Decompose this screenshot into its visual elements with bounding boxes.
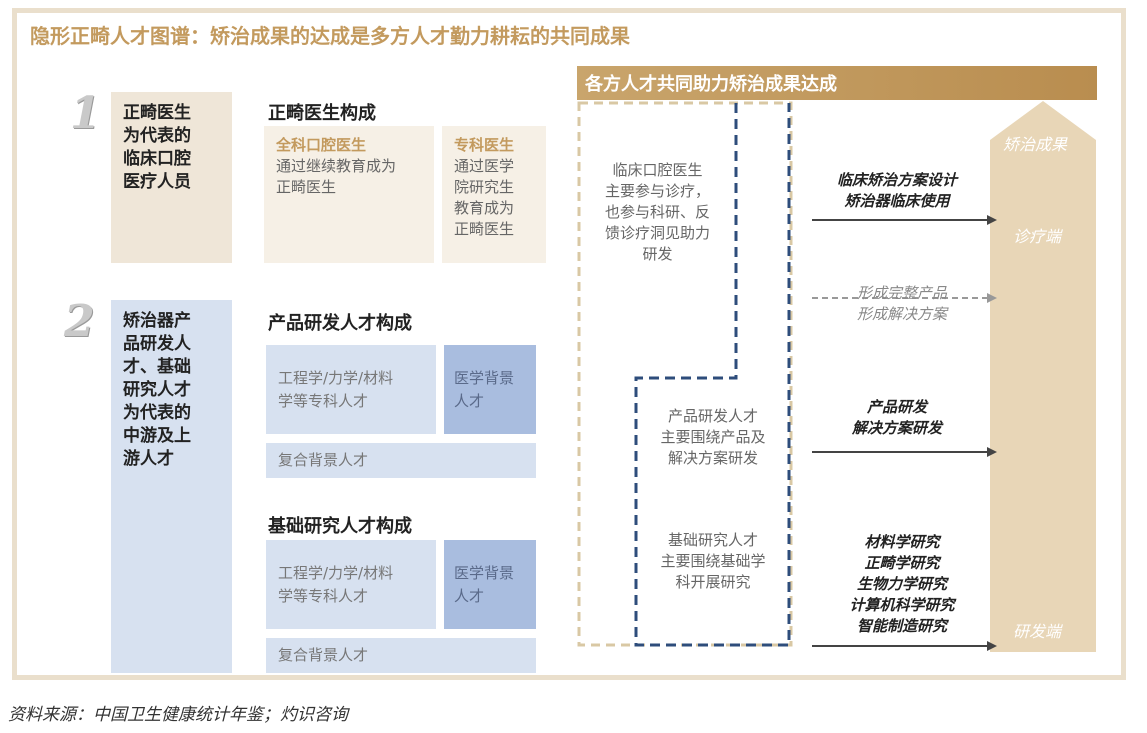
row2-left-line: 研究人才 <box>123 380 191 400</box>
clinical-end-label: 诊疗端 <box>1013 227 1062 246</box>
product-engineering-text: 学等专科人才 <box>278 392 369 410</box>
product-medical-box: 医学背景 人才 <box>444 345 536 434</box>
specialist-text: 教育成为 <box>454 199 515 217</box>
basic-talent-line: 主要围绕基础学 <box>660 552 766 570</box>
arrow4-line-text: 正畸学研究 <box>864 554 940 572</box>
arrow4-line-text: 计算机科学研究 <box>849 596 955 614</box>
rd-end-label: 研发端 <box>1013 622 1062 641</box>
row1-left-line: 医疗人员 <box>123 172 191 192</box>
arrow3-line-text: 解决方案研发 <box>851 419 942 437</box>
arrow3-head <box>987 447 997 457</box>
row2-left-line: 才、基础 <box>123 357 191 377</box>
row1-left-line: 为代表的 <box>123 126 191 146</box>
arrow4-line-text: 智能制造研究 <box>856 617 947 635</box>
row2-left-label: 矫治器产 品研发人 才、基础 研究人才 为代表的 中游及上 游人才 <box>111 300 232 673</box>
specialist-text: 正畸医生 <box>454 220 515 238</box>
row1-left-label: 正畸医生 为代表的 临床口腔 医疗人员 <box>111 92 232 263</box>
basic-talent-text: 基础研究人才 主要围绕基础学 科开展研究 <box>642 530 784 593</box>
specialist-text: 通过医学 <box>454 157 515 175</box>
result-arrow <box>990 101 1096 652</box>
row2-left-line: 为代表的 <box>123 403 191 423</box>
product-talent-line: 主要围绕产品及 <box>660 428 766 446</box>
basic-engineering-text: 工程学/力学/材料 <box>278 564 394 582</box>
arrow4-line-text: 材料学研究 <box>864 533 940 551</box>
basic-talent-line: 科开展研究 <box>675 573 751 591</box>
product-engineering-box: 工程学/力学/材料 学等专科人才 <box>266 345 436 434</box>
product-rd-heading: 产品研发人才构成 <box>268 313 412 334</box>
clinical-line: 也参与科研、反 <box>604 203 710 221</box>
specialist-box: 专科医生 通过医学 院研究生 教育成为 正畸医生 <box>442 126 546 263</box>
arrow2-head <box>987 293 997 303</box>
row2-numeral: 2 <box>64 296 95 347</box>
banner: 各方人才共同助力矫治成果达成 <box>577 66 1097 100</box>
arrow4-head <box>987 641 997 651</box>
clinical-line: 馈诊疗洞见助力 <box>604 224 710 242</box>
arrow1-head <box>987 215 997 225</box>
arrow1-line-text: 矫治器临床使用 <box>844 192 950 210</box>
clinical-line: 研发 <box>642 245 673 263</box>
arrow3-line-text: 产品研发 <box>866 398 927 416</box>
basic-composite-box: 复合背景人才 <box>266 638 536 673</box>
row1-left-line: 正畸医生 <box>123 103 191 123</box>
arrow2-line-text: 形成解决方案 <box>856 305 947 323</box>
basic-talent-line: 基础研究人才 <box>667 531 758 549</box>
specialist-text: 院研究生 <box>454 178 515 196</box>
basic-research-heading: 基础研究人才构成 <box>268 516 412 537</box>
general-dentist-box: 全科口腔医生 通过继续教育成为 正畸医生 <box>264 126 434 263</box>
specialist-title: 专科医生 <box>454 136 515 154</box>
product-talent-text: 产品研发人才 主要围绕产品及 解决方案研发 <box>642 406 784 469</box>
arrow1-label: 临床矫治方案设计 矫治器临床使用 <box>812 170 982 212</box>
general-dentist-text: 正畸医生 <box>276 178 337 196</box>
product-talent-line: 解决方案研发 <box>667 449 758 467</box>
clinical-text: 临床口腔医生 主要参与诊疗， 也参与科研、反 馈诊疗洞见助力 研发 <box>585 160 730 265</box>
general-dentist-text: 通过继续教育成为 <box>276 157 397 175</box>
product-talent-line: 产品研发人才 <box>667 407 758 425</box>
result-label: 矫治成果 <box>1003 135 1068 154</box>
row2-left-line: 中游及上 <box>123 426 191 446</box>
row2-left-line: 游人才 <box>123 449 174 469</box>
clinical-line: 临床口腔医生 <box>612 161 703 179</box>
clinical-line: 主要参与诊疗， <box>604 182 710 200</box>
row2-left-line: 品研发人 <box>123 334 191 354</box>
row2-left-line: 矫治器产 <box>123 311 191 331</box>
row1-left-line: 临床口腔 <box>123 149 191 169</box>
arrow2-label: 形成完整产品 形成解决方案 <box>812 283 992 325</box>
basic-engineering-box: 工程学/力学/材料 学等专科人才 <box>266 540 436 629</box>
orthodontist-composition-heading: 正畸医生构成 <box>268 103 376 124</box>
basic-medical-text: 医学背景 <box>454 564 515 582</box>
product-engineering-text: 工程学/力学/材料 <box>278 369 394 387</box>
arrow4-line-text: 生物力学研究 <box>856 575 947 593</box>
product-composite-box: 复合背景人才 <box>266 443 536 478</box>
arrow1-line-text: 临床矫治方案设计 <box>836 171 957 189</box>
arrow2-line-text: 形成完整产品 <box>856 284 947 302</box>
basic-engineering-text: 学等专科人才 <box>278 587 369 605</box>
arrow3-label: 产品研发 解决方案研发 <box>812 397 982 439</box>
source-note: 资料来源：中国卫生健康统计年鉴；灼识咨询 <box>8 705 348 725</box>
basic-medical-box: 医学背景 人才 <box>444 540 536 629</box>
row1-numeral: 1 <box>70 88 101 139</box>
product-medical-text: 医学背景 <box>454 369 515 387</box>
blue-dashed-outline <box>634 103 791 647</box>
general-dentist-title: 全科口腔医生 <box>276 136 367 154</box>
diagram-title: 隐形正畸人才图谱：矫治成果的达成是多方人才勤力耕耘的共同成果 <box>30 24 630 48</box>
product-medical-text: 人才 <box>454 392 485 410</box>
arrow4-label: 材料学研究 正畸学研究 生物力学研究 计算机科学研究 智能制造研究 <box>812 532 992 637</box>
basic-medical-text: 人才 <box>454 587 485 605</box>
